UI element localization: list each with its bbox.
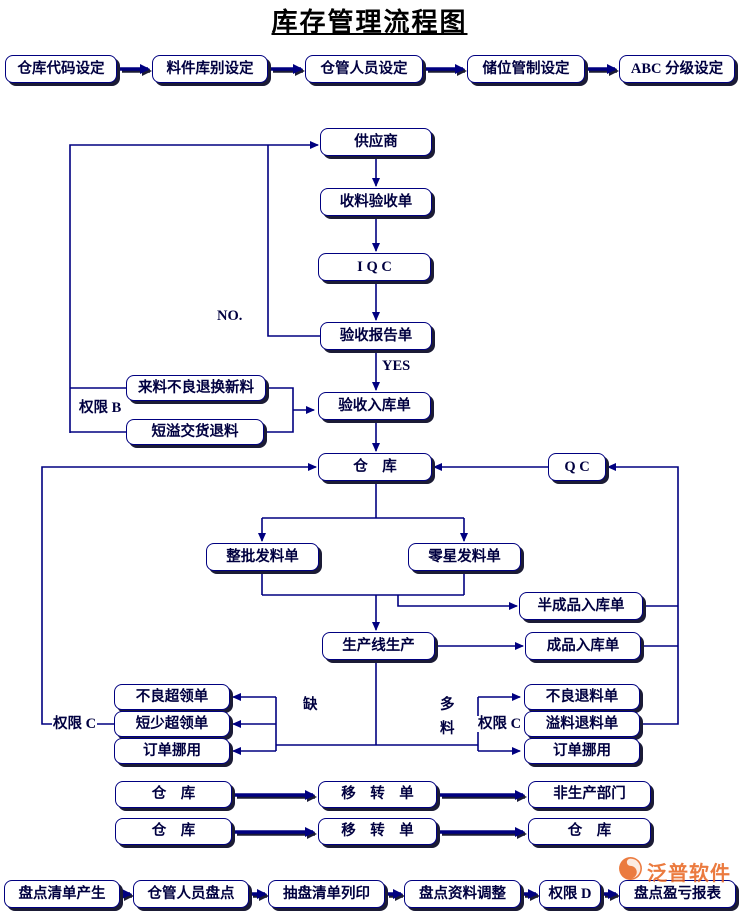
- float-label-permission-c-right: 权限 C: [477, 716, 523, 732]
- flow-box-label-semi-finished-entry-slip: 半成品入库单: [537, 597, 625, 614]
- flow-box-defective-over-requisition-slip: 不良超领单: [114, 684, 230, 710]
- connector-right-return-to-qc: [607, 463, 679, 725]
- flow-box-label-abc-classification-setting: ABC 分级设定: [630, 60, 724, 77]
- flow-box-label-inventory-list-generation: 盘点清单产生: [18, 885, 106, 902]
- flow-box-shortage-over-requisition-slip: 短少超领单: [114, 711, 230, 737]
- flow-box-label-receiving-inspection-slip: 收料验收单: [339, 193, 413, 210]
- flow-box-storage-location-control-setting: 储位管制设定: [467, 55, 585, 83]
- flow-box-order-diversion-left: 订单挪用: [114, 738, 230, 764]
- watermark-logo-icon: [618, 856, 643, 886]
- flow-box-label-defective-return-slip: 不良退料单: [545, 688, 619, 705]
- flow-box-warehouse-transfer-from: 仓 库: [115, 818, 232, 845]
- flow-box-label-transfer-slip-b: 移 转 单: [341, 823, 414, 840]
- connector-return-line-to-supplier: [69, 141, 319, 433]
- flow-box-material-warehouse-type-setting: 料件库别设定: [152, 55, 268, 83]
- float-label-material: 料: [439, 721, 456, 737]
- flow-box-warehouse-transfer-to: 仓 库: [528, 818, 651, 845]
- float-label-no: NO.: [216, 308, 244, 324]
- flow-box-label-warehouse-transfer-from: 仓 库: [151, 823, 196, 840]
- flow-box-label-non-production-dept: 非生产部门: [553, 786, 626, 803]
- connector-to-semi-finished-entry: [397, 595, 518, 610]
- flow-box-label-transfer-slip-a: 移 转 单: [341, 786, 414, 803]
- flow-box-label-supplier: 供应商: [354, 133, 398, 150]
- connector-report-no-return: [267, 145, 320, 337]
- flow-box-label-inspection-report-slip: 验收报告单: [339, 327, 413, 344]
- flow-box-warehouse-transfer-out: 仓 库: [115, 781, 232, 808]
- flow-box-label-short-over-delivery-return-slip: 短溢交货退料: [151, 423, 239, 440]
- flow-box-label-inventory-profit-loss-report: 盘点盈亏报表: [634, 885, 721, 902]
- flow-box-semi-finished-entry-slip: 半成品入库单: [519, 592, 643, 620]
- flow-box-label-iqc: I Q C: [357, 258, 392, 275]
- flow-box-short-over-delivery-return-slip: 短溢交货退料: [126, 419, 264, 445]
- flow-box-label-incoming-defect-exchange-slip: 来料不良退换新料: [138, 379, 254, 396]
- flow-box-label-permission-d: 权限 D: [548, 885, 592, 902]
- float-label-shortage: 缺: [302, 697, 319, 713]
- flow-box-inspection-warehouse-entry-slip: 验收入库单: [318, 392, 431, 420]
- flow-box-label-order-diversion-right: 订单挪用: [553, 742, 611, 759]
- float-label-yes: YES: [381, 358, 412, 374]
- flow-box-label-production-line: 生产线生产: [342, 637, 415, 654]
- flow-box-warehouse-code-setting: 仓库代码设定: [5, 55, 117, 83]
- flow-box-label-warehouse-transfer-to: 仓 库: [567, 823, 612, 840]
- flow-box-batch-issue-slip: 整批发料单: [206, 543, 319, 571]
- flow-box-transfer-slip-b: 移 转 单: [318, 818, 437, 845]
- flow-box-warehouse-staff-setting: 仓管人员设定: [305, 55, 423, 83]
- watermark-text: 泛普软件: [647, 862, 731, 885]
- flow-box-label-sporadic-issue-slip: 零星发料单: [428, 548, 501, 565]
- flow-box-supplier: 供应商: [320, 128, 432, 156]
- flow-box-inventory-profit-loss-report: 盘点盈亏报表: [619, 880, 736, 908]
- flow-box-label-warehouse-main: 仓 库: [353, 458, 397, 475]
- flow-box-inventory-list-generation: 盘点清单产生: [4, 880, 120, 908]
- flow-box-receiving-inspection-slip: 收料验收单: [320, 188, 432, 216]
- flow-box-iqc: I Q C: [318, 253, 431, 281]
- flow-box-label-shortage-over-requisition-slip: 短少超领单: [135, 715, 209, 732]
- float-label-permission-b: 权限 B: [78, 400, 123, 416]
- float-label-permission-c-left: 权限 C: [52, 716, 98, 732]
- flow-box-non-production-dept: 非生产部门: [528, 781, 651, 808]
- flow-box-finished-goods-entry-slip: 成品入库单: [525, 632, 641, 660]
- flow-box-qc: Q C: [548, 453, 606, 481]
- flow-box-production-line: 生产线生产: [322, 632, 435, 660]
- flow-box-label-inventory-data-adjustment: 盘点资料调整: [419, 885, 506, 902]
- flow-box-label-excess-return-slip: 溢料退料单: [545, 715, 619, 732]
- flow-box-spot-check-list-print: 抽盘清单列印: [268, 880, 385, 908]
- flow-box-label-warehouse-code-setting: 仓库代码设定: [17, 60, 105, 77]
- flow-box-transfer-slip-a: 移 转 单: [318, 781, 437, 808]
- flow-box-abc-classification-setting: ABC 分级设定: [619, 55, 735, 83]
- flow-box-label-staff-inventory-count: 仓管人员盘点: [147, 885, 235, 902]
- watermark: 泛普软件: [618, 856, 731, 886]
- flow-box-label-defective-over-requisition-slip: 不良超领单: [135, 688, 209, 705]
- flow-box-warehouse-main: 仓 库: [318, 453, 432, 481]
- flow-box-permission-d: 权限 D: [539, 880, 601, 908]
- flow-box-defective-return-slip: 不良退料单: [524, 684, 640, 710]
- flow-box-label-storage-location-control-setting: 储位管制设定: [482, 60, 570, 77]
- diagram-title: 库存管理流程图: [271, 8, 468, 37]
- flow-box-label-order-diversion-left: 订单挪用: [143, 742, 201, 759]
- float-label-excess: 多: [439, 697, 456, 713]
- flow-box-label-warehouse-staff-setting: 仓管人员设定: [320, 60, 408, 77]
- flow-box-inspection-report-slip: 验收报告单: [320, 322, 432, 350]
- flow-box-order-diversion-right: 订单挪用: [524, 738, 640, 764]
- flow-box-label-qc: Q C: [564, 458, 590, 475]
- flow-box-label-finished-goods-entry-slip: 成品入库单: [546, 637, 620, 654]
- flow-box-label-batch-issue-slip: 整批发料单: [226, 548, 299, 565]
- flow-box-incoming-defect-exchange-slip: 来料不良退换新料: [126, 375, 266, 401]
- flow-box-sporadic-issue-slip: 零星发料单: [408, 543, 521, 571]
- flow-box-staff-inventory-count: 仓管人员盘点: [133, 880, 249, 908]
- flow-box-label-spot-check-list-print: 抽盘清单列印: [283, 885, 370, 902]
- flow-box-label-material-warehouse-type-setting: 料件库别设定: [166, 60, 254, 77]
- flow-box-label-inspection-warehouse-entry-slip: 验收入库单: [338, 397, 411, 414]
- flow-box-excess-return-slip: 溢料退料单: [524, 711, 640, 737]
- flow-box-label-warehouse-transfer-out: 仓 库: [151, 786, 196, 803]
